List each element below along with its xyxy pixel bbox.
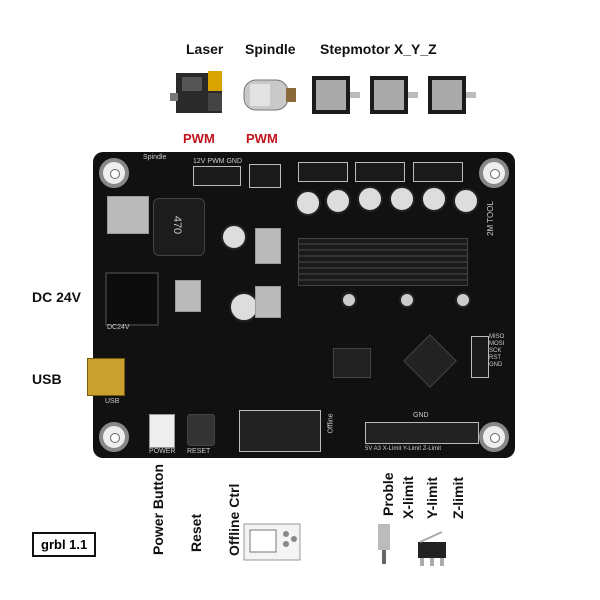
capacitor — [221, 224, 247, 250]
dc24v-silk: DC24V — [107, 324, 130, 331]
spindle-motor-image — [243, 79, 296, 111]
mosfet — [255, 228, 281, 264]
laser-label: Laser — [186, 41, 224, 57]
stepper-z-header — [413, 162, 463, 182]
reset-label: Reset — [188, 513, 204, 552]
spindle-header — [249, 164, 281, 188]
limits-silk: 5V A3 X-Limit Y-Limit Z-Limit — [365, 446, 442, 452]
model-silk: 2M TOOL — [485, 201, 495, 236]
isp-silk: MISO MOSI SCK RST GND — [489, 334, 505, 368]
reset-silk: RESET — [187, 448, 211, 455]
offline-ctrl-label: Offline Ctrl — [226, 483, 242, 556]
capacitor — [325, 188, 351, 214]
stepper-motors-image — [312, 76, 476, 114]
mount-hole — [99, 422, 129, 452]
power-silk: POWER — [149, 448, 176, 455]
inductor-silk: 470 — [171, 215, 184, 235]
potentiometer-z — [455, 292, 471, 308]
laser-module-image — [170, 71, 222, 113]
spindle-pwm-label: PWM — [246, 131, 278, 146]
x-limit-label: X-limit — [400, 476, 416, 519]
proble-label: Proble — [380, 472, 396, 516]
mount-hole — [479, 158, 509, 188]
limit-switch-image — [418, 531, 446, 566]
heat-sink — [298, 238, 468, 286]
usb-uart-chip — [333, 348, 371, 378]
offline-ctrl-header — [239, 410, 321, 452]
inductor: 470 — [153, 198, 205, 256]
capacitor — [295, 190, 321, 216]
usb-port — [87, 358, 125, 396]
voltage-regulator — [107, 196, 149, 234]
controller-board: Spindle 12V PWM GND 470 2M TOOL DC24V MI… — [87, 152, 515, 458]
dc-24v-label: DC 24V — [32, 289, 82, 305]
z-limit-label: Z-limit — [450, 477, 466, 519]
potentiometer-y — [399, 292, 415, 308]
power-button-label: Power Button — [150, 464, 166, 555]
reset-button[interactable] — [187, 414, 215, 446]
usb-silk: USB — [105, 398, 120, 405]
stepper-y-header — [355, 162, 405, 182]
stepper-x-header — [298, 162, 348, 182]
capacitor — [421, 186, 447, 212]
capacitor — [229, 292, 259, 322]
gnd-silk: GND — [413, 412, 429, 419]
capacitor — [389, 186, 415, 212]
y-limit-label: Y-limit — [424, 476, 440, 519]
isp-header — [471, 336, 489, 378]
dc-jack — [105, 272, 159, 326]
mcu-chip — [403, 334, 457, 388]
spindle-label: Spindle — [245, 41, 296, 57]
laser-pwm-label: PWM — [183, 131, 215, 146]
mosfet — [175, 280, 201, 312]
laser-header — [193, 166, 241, 186]
power-switch[interactable] — [149, 414, 175, 448]
laser-header-silk: 12V PWM GND — [193, 158, 243, 165]
limit-switch-header — [365, 422, 479, 444]
offline-silk: Offline — [327, 413, 335, 434]
mount-hole — [99, 158, 129, 188]
capacitor — [453, 188, 479, 214]
stepmotor-label: Stepmotor X_Y_Z — [320, 41, 437, 57]
capacitor — [357, 186, 383, 212]
spindle-silk: Spindle — [143, 154, 167, 161]
probe-image — [378, 524, 390, 564]
offline-controller-image — [243, 523, 301, 561]
usb-label: USB — [32, 371, 62, 387]
mosfet — [255, 286, 281, 318]
potentiometer-x — [341, 292, 357, 308]
mount-hole — [479, 422, 509, 452]
grbl-version-badge: grbl 1.1 — [32, 532, 97, 557]
